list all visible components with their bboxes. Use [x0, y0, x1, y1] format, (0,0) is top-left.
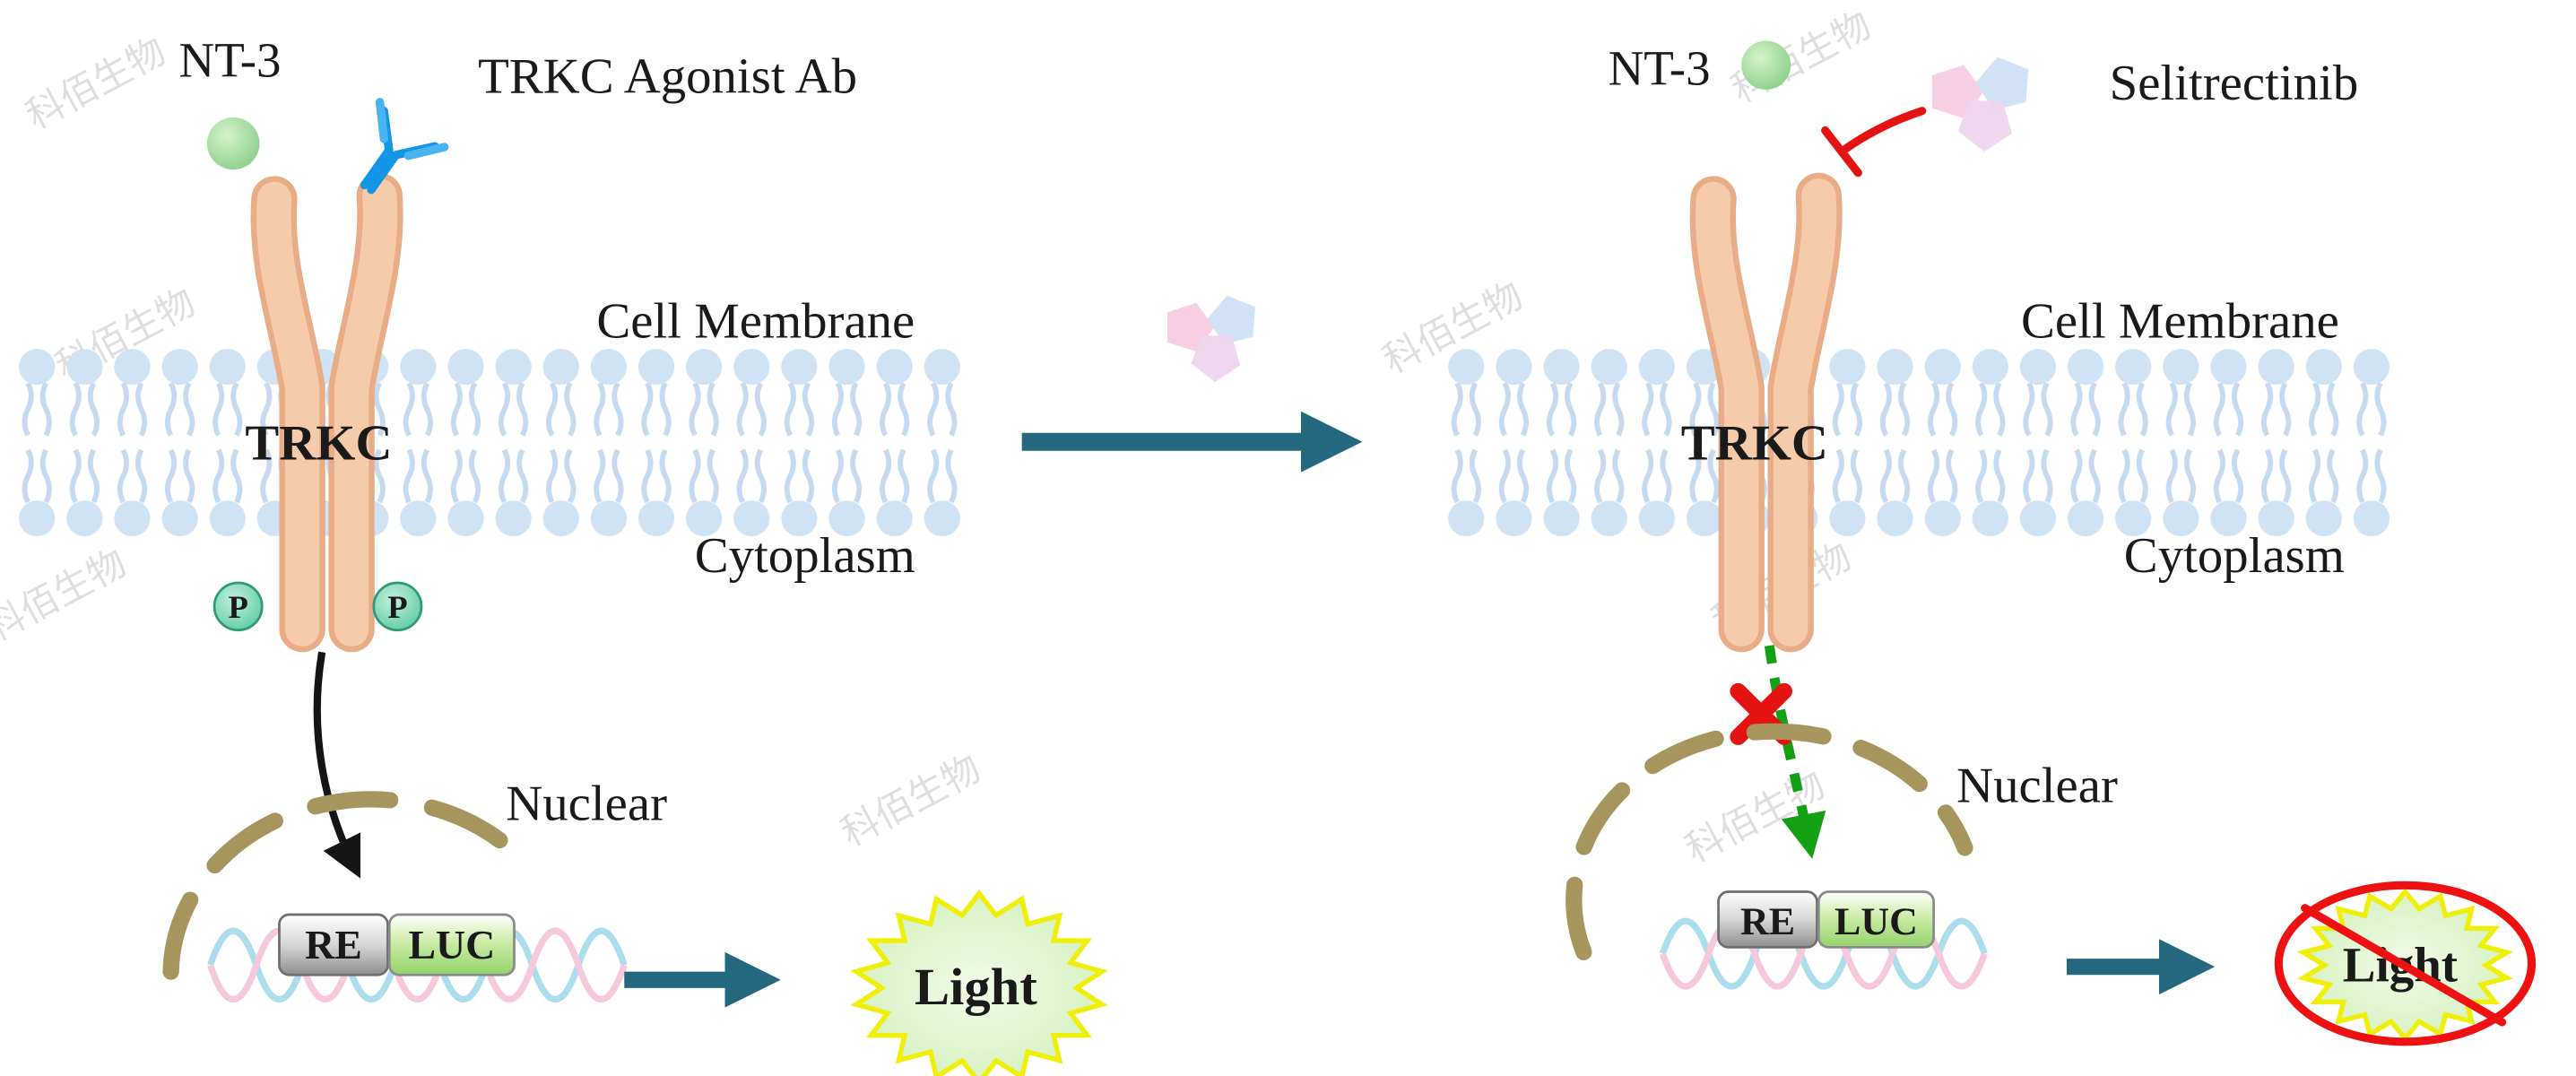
- cell-membrane: [13, 349, 967, 537]
- membrane-outer-leaflet: [1442, 349, 2399, 442]
- treatment-transition: [1021, 289, 1363, 473]
- re-label: RE: [1740, 900, 1795, 943]
- phospho-badge: P: [212, 581, 264, 632]
- cell-membrane-label: Cell Membrane: [596, 294, 915, 350]
- signal-arrow: [313, 651, 360, 879]
- nt3-ligand-icon: [1741, 40, 1791, 90]
- selitrectinib-molecule-icon: [1158, 289, 1262, 388]
- cell-membrane: [1442, 349, 2399, 537]
- nuclear-label: Nuclear: [506, 777, 667, 832]
- left-panel: Cell Membrane Cytoplasm TRKC P P NT-3: [13, 33, 1108, 1076]
- luc-label: LUC: [409, 922, 496, 968]
- membrane-inner-leaflet: [13, 443, 967, 537]
- light-burst: [850, 889, 1108, 1076]
- luc-box: LUC: [1817, 890, 1935, 949]
- watermark-text: 科佰生物: [19, 29, 173, 138]
- no-light-prohibition-icon: [2274, 881, 2537, 1046]
- re-box: RE: [1717, 890, 1818, 949]
- trkc-receptor: [1689, 172, 1843, 653]
- luc-label: LUC: [1834, 900, 1918, 943]
- re-label: RE: [305, 922, 362, 968]
- selitrectinib-molecule-icon: [1921, 50, 2036, 159]
- phospho-label: P: [387, 588, 407, 625]
- membrane-inner-leaflet: [1442, 443, 2399, 537]
- light-label: Light: [915, 958, 1037, 1016]
- nt3-label: NT-3: [1609, 41, 1711, 96]
- agonist-antibody-label: TRKC Agonist Ab: [478, 49, 857, 105]
- re-box: RE: [278, 913, 389, 976]
- phospho-badge: P: [372, 581, 423, 632]
- nt3-label: NT-3: [179, 33, 282, 88]
- inhibition-bar-icon: [1821, 107, 1927, 178]
- blocked-signal-arrow: [1764, 645, 1826, 859]
- agonist-antibody-icon: [360, 98, 449, 195]
- nuclear-envelope: [1566, 723, 1973, 960]
- cell-membrane-label: Cell Membrane: [2021, 294, 2339, 350]
- trkc-receptor: [250, 172, 403, 653]
- phospho-label: P: [228, 588, 247, 625]
- nuclear-label: Nuclear: [1956, 759, 2118, 814]
- trkc-label: TRKC: [245, 416, 392, 472]
- selitrectinib-label: Selitrectinib: [2110, 56, 2359, 111]
- watermark-text: 科佰生物: [834, 746, 988, 855]
- cytoplasm-label: Cytoplasm: [2124, 528, 2345, 584]
- cytoplasm-label: Cytoplasm: [695, 528, 915, 584]
- trkc-label: TRKC: [1681, 416, 1828, 472]
- watermark-text: 科佰生物: [0, 541, 134, 650]
- membrane-outer-leaflet: [13, 349, 967, 442]
- right-panel: Cell Membrane Cytoplasm TRKC NT-3 Selitr…: [1442, 40, 2537, 1046]
- nt3-ligand-icon: [206, 117, 260, 170]
- watermark-text: 科佰生物: [1678, 762, 1832, 872]
- nuclear-envelope: [162, 791, 510, 980]
- luc-box: LUC: [387, 913, 516, 976]
